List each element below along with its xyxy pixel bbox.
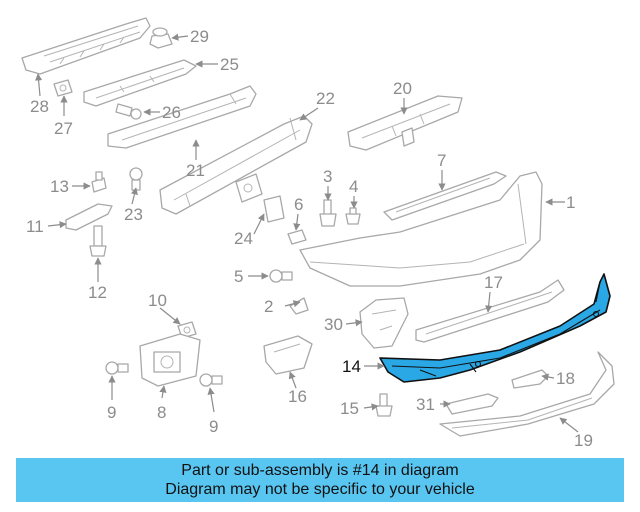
callout-2: 2 — [264, 297, 273, 316]
callout-labels: 1 2 3 4 5 6 7 8 9 9 10 11 12 13 14 15 16… — [26, 27, 593, 450]
part-14-skid-plate-highlighted — [379, 273, 611, 383]
callout-26: 26 — [162, 103, 181, 122]
callout-19: 19 — [574, 431, 593, 450]
part-21-beam — [107, 85, 257, 149]
part-23-bolt — [129, 167, 143, 191]
callout-5: 5 — [234, 267, 243, 286]
part-1-bumper-cover — [299, 171, 543, 287]
part-28-rear-panel — [21, 17, 151, 75]
callout-13: 13 — [50, 177, 69, 196]
part-24-clip — [263, 195, 285, 223]
callout-30: 30 — [324, 315, 343, 334]
part-4-clip — [345, 207, 361, 225]
part-29-clip — [149, 27, 173, 49]
part-26-bolt — [115, 103, 142, 120]
part-20-bracket — [347, 95, 463, 151]
part-25-absorber — [83, 59, 197, 107]
callout-25: 25 — [220, 55, 239, 74]
callout-3: 3 — [323, 167, 332, 186]
part-18-reflector — [511, 369, 549, 389]
callout-16: 16 — [288, 387, 307, 406]
part-19-valance — [439, 351, 615, 437]
part-12-stud — [89, 225, 107, 257]
callout-17: 17 — [484, 273, 503, 292]
banner-line-part: Part or sub-assembly is #14 in diagram — [181, 462, 459, 479]
part-8-sensor-bracket — [139, 333, 201, 387]
callout-22: 22 — [316, 89, 335, 108]
callout-28: 28 — [30, 97, 49, 116]
callout-7: 7 — [437, 151, 446, 170]
part-3-bolt — [319, 199, 337, 227]
callout-23: 23 — [124, 205, 143, 224]
callout-20: 20 — [393, 79, 412, 98]
callout-9-left: 9 — [107, 403, 116, 422]
callout-6: 6 — [294, 195, 303, 214]
callout-12: 12 — [88, 283, 107, 302]
part-31-reflector — [445, 393, 499, 415]
part-11-bracket — [65, 203, 113, 231]
callout-14: 14 — [342, 357, 361, 376]
part-30-bracket — [359, 297, 409, 349]
info-banner: Part or sub-assembly is #14 in diagram D… — [16, 458, 624, 502]
part-27-nut — [53, 79, 73, 97]
callout-8: 8 — [157, 403, 166, 422]
part-15-bolt — [375, 393, 393, 417]
callout-11: 11 — [26, 217, 44, 236]
part-9-bolt-left — [105, 361, 129, 375]
callout-10: 10 — [148, 291, 167, 310]
leader-lines — [35, 33, 579, 433]
part-5-bolt — [269, 269, 293, 283]
part-22-bumper-beam — [159, 115, 313, 215]
part-9-bolt-right — [199, 373, 223, 387]
part-2-bracket — [289, 297, 309, 315]
callout-1: 1 — [566, 193, 575, 212]
callout-31: 31 — [416, 395, 435, 414]
callout-24: 24 — [234, 229, 253, 248]
part-7-step-pad — [383, 171, 507, 221]
banner-line-disclaimer: Diagram may not be specific to your vehi… — [165, 481, 475, 498]
part-16-bracket — [263, 335, 313, 375]
callout-29: 29 — [190, 27, 209, 46]
part-6-clip — [287, 229, 307, 245]
callout-15: 15 — [340, 399, 359, 418]
part-13-nut — [91, 171, 107, 193]
callout-21: 21 — [186, 161, 205, 180]
callout-9-right: 9 — [209, 417, 218, 436]
callout-27: 27 — [54, 119, 73, 138]
callout-18: 18 — [556, 369, 575, 388]
parts-diagram: 1 2 3 4 5 6 7 8 9 9 10 11 12 13 14 15 16… — [21, 17, 615, 450]
callout-4: 4 — [349, 177, 358, 196]
